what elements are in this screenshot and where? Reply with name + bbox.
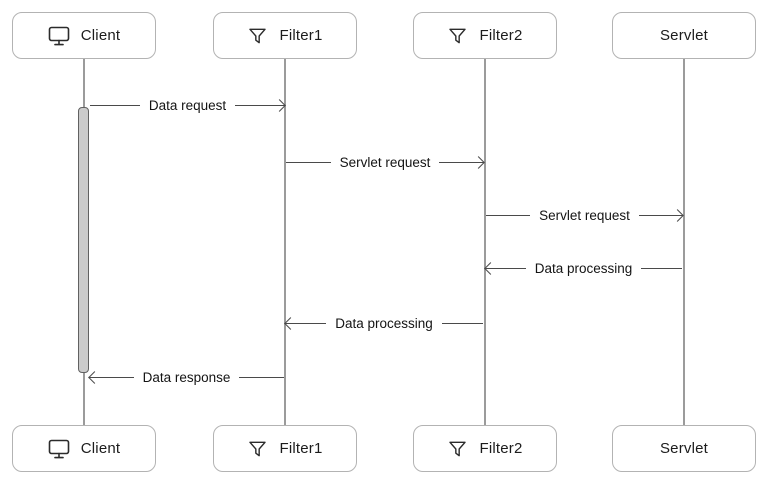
message-servlet-request-2: Servlet request	[486, 206, 684, 224]
lifeline-servlet	[683, 59, 685, 426]
arrowhead-right-icon	[671, 208, 684, 222]
message-data-response: Data response	[88, 368, 284, 386]
participant-label: Servlet	[659, 440, 709, 457]
participant-label: Filter1	[279, 27, 323, 44]
message-label: Servlet request	[539, 207, 630, 223]
message-label: Data processing	[335, 315, 433, 331]
arrowhead-right-icon	[472, 155, 485, 169]
monitor-icon	[48, 439, 70, 459]
participant-servlet-top: Servlet	[612, 12, 756, 59]
message-line	[90, 104, 140, 106]
message-data-request: Data request	[90, 96, 286, 114]
participant-label: Servlet	[659, 27, 709, 44]
filter-icon	[247, 26, 268, 46]
message-line	[485, 267, 526, 269]
monitor-icon	[48, 26, 70, 46]
message-label: Servlet request	[339, 154, 431, 170]
lifeline-filter2	[484, 59, 486, 426]
filter-icon	[247, 439, 268, 459]
message-data-processing-1: Data processing	[484, 259, 682, 277]
participant-label: Filter2	[479, 440, 523, 457]
activation-bar-client	[78, 107, 89, 373]
message-line	[239, 376, 284, 378]
message-line	[439, 161, 485, 163]
participant-filter1-top: Filter1	[213, 12, 357, 59]
message-line	[235, 104, 286, 106]
arrowhead-left-icon	[484, 261, 497, 275]
message-line	[89, 376, 134, 378]
message-label: Data request	[148, 97, 227, 113]
message-line	[441, 322, 483, 324]
participant-label: Client	[80, 27, 121, 44]
participant-servlet-bottom: Servlet	[612, 425, 756, 472]
participant-filter2-bottom: Filter2	[413, 425, 557, 472]
message-line	[641, 267, 682, 269]
message-servlet-request-1: Servlet request	[286, 153, 485, 171]
participant-label: Filter1	[279, 440, 323, 457]
message-line	[486, 214, 531, 216]
message-label: Data processing	[534, 260, 633, 276]
participant-client-top: Client	[12, 12, 156, 59]
message-line	[285, 322, 327, 324]
participant-label: Filter2	[479, 27, 523, 44]
message-line	[286, 161, 331, 163]
lifeline-filter1	[284, 59, 286, 426]
participant-filter2-top: Filter2	[413, 12, 557, 59]
message-line	[638, 214, 684, 216]
arrowhead-right-icon	[273, 98, 286, 112]
participant-client-bottom: Client	[12, 425, 156, 472]
participant-label: Client	[80, 440, 121, 457]
filter-icon	[447, 26, 468, 46]
participant-filter1-bottom: Filter1	[213, 425, 357, 472]
arrowhead-left-icon	[88, 370, 101, 384]
arrowhead-left-icon	[284, 316, 297, 330]
message-data-processing-2: Data processing	[284, 314, 483, 332]
filter-icon	[447, 439, 468, 459]
message-label: Data response	[142, 369, 231, 385]
